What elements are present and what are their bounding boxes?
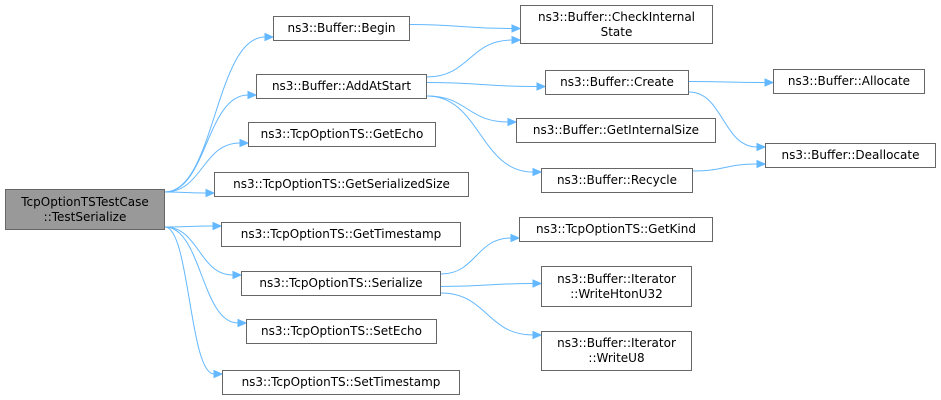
node-ts-getkind[interactable]: ns3::TcpOptionTS::GetKind — [519, 217, 713, 242]
edge-ts_serialize-to-iter_writeu8 — [440, 292, 534, 336]
edge-buffer_addatstart-to-buffer_recycle — [426, 95, 534, 173]
edge-buffer_addatstart-to-buffer_checkinternalstate — [426, 39, 513, 78]
node-buffer-checkinternalstate[interactable]: ns3::Buffer::CheckInternal State — [520, 5, 713, 44]
arrowhead-ts_settimestamp — [213, 369, 224, 379]
node-ts-getecho[interactable]: ns3::TcpOptionTS::GetEcho — [248, 122, 436, 147]
edge-root-to-ts_serialize — [164, 226, 234, 276]
arrowhead-buffer_create — [536, 82, 547, 91]
edge-buffer_create-to-buffer_allocate — [688, 81, 766, 83]
arrowhead-buffer_getinternalsize — [507, 117, 518, 127]
node-buffer-begin[interactable]: ns3::Buffer::Begin — [273, 16, 410, 41]
arrowhead-ts_getkind — [510, 233, 521, 243]
node-buffer-deallocate[interactable]: ns3::Buffer::Deallocate — [765, 143, 936, 168]
node-label-line2: ::WriteHtonU32 — [570, 286, 663, 301]
arrowhead-ts_getserializedsize — [205, 188, 216, 198]
arrowhead-buffer_addatstart — [247, 90, 258, 100]
node-label: ns3::TcpOptionTS::GetTimestamp — [240, 227, 442, 241]
node-label: ns3::TcpOptionTS::GetKind — [536, 222, 696, 236]
arrowhead-buffer_deallocate — [756, 159, 767, 169]
node-buffer-getinternalsize[interactable]: ns3::Buffer::GetInternalSize — [516, 118, 716, 143]
node-label: ns3::TcpOptionTS::Serialize — [259, 276, 423, 290]
node-label: ns3::TcpOptionTS::GetEcho — [260, 127, 424, 141]
edge-buffer_recycle-to-buffer_deallocate — [692, 163, 758, 172]
arrowhead-buffer_checkinternalstate — [511, 35, 522, 45]
arrowhead-buffer_begin — [264, 32, 275, 42]
arrowhead-ts_serialize — [232, 270, 243, 280]
node-root-line2: ::TestSerialize — [43, 209, 127, 224]
edge-buffer_addatstart-to-buffer_create — [426, 82, 538, 87]
arrowhead-ts_getecho — [239, 138, 250, 148]
edge-root-to-ts_getserializedsize — [164, 191, 207, 194]
node-label: ns3::Buffer::AddAtStart — [271, 79, 412, 93]
node-iter-writeu8[interactable]: ns3::Buffer::Iterator ::WriteU8 — [541, 331, 692, 371]
edge-root-to-buffer_addatstart — [164, 94, 249, 193]
node-label: ns3::TcpOptionTS::SetEcho — [261, 324, 422, 338]
node-label: ns3::Buffer::Deallocate — [781, 148, 920, 162]
edge-root-to-ts_gettimestamp — [164, 225, 214, 228]
node-root-line1: TcpOptionTSTestCase — [21, 194, 149, 209]
node-ts-getserializedsize[interactable]: ns3::TcpOptionTS::GetSerializedSize — [214, 172, 469, 197]
arrowhead-ts_setecho — [237, 318, 248, 328]
node-ts-gettimestamp[interactable]: ns3::TcpOptionTS::GetTimestamp — [221, 222, 461, 247]
node-label-line2: State — [600, 24, 633, 39]
edge-root-to-buffer_begin — [164, 36, 266, 193]
node-label: ns3::Buffer::Begin — [287, 21, 396, 35]
node-label: ns3::TcpOptionTS::GetSerializedSize — [233, 177, 450, 191]
arrowhead-ts_gettimestamp — [212, 221, 223, 231]
edge-buffer_create-to-buffer_deallocate — [688, 91, 758, 148]
arrowhead-buffer_checkinternalstate — [511, 24, 522, 33]
node-label: ns3::Buffer::Recycle — [556, 173, 678, 187]
node-label: ns3::Buffer::Create — [560, 75, 674, 89]
node-ts-serialize[interactable]: ns3::TcpOptionTS::Serialize — [241, 271, 441, 296]
node-label-line2: ::WriteU8 — [588, 351, 645, 365]
node-label-line1: ns3::Buffer::Iterator — [557, 336, 676, 350]
edge-root-to-ts_setecho — [164, 226, 239, 324]
node-label: ns3::Buffer::Allocate — [787, 74, 911, 88]
node-label: ns3::TcpOptionTS::SetTimestamp — [241, 375, 441, 389]
node-buffer-allocate[interactable]: ns3::Buffer::Allocate — [773, 69, 925, 94]
arrowhead-buffer_deallocate — [756, 142, 767, 152]
node-root[interactable]: TcpOptionTSTestCase ::TestSerialize — [5, 189, 165, 230]
node-ts-settimestamp[interactable]: ns3::TcpOptionTS::SetTimestamp — [222, 370, 460, 395]
edge-buffer_begin-to-buffer_checkinternalstate — [409, 24, 513, 29]
edge-ts_serialize-to-iter_writehtonu32 — [440, 283, 534, 287]
arrowhead-buffer_recycle — [532, 167, 543, 177]
node-label-line1: ns3::Buffer::Iterator — [557, 271, 676, 286]
node-label: ns3::Buffer::GetInternalSize — [532, 123, 700, 137]
node-ts-setecho[interactable]: ns3::TcpOptionTS::SetEcho — [246, 319, 437, 344]
arrowhead-buffer_allocate — [764, 78, 775, 87]
node-buffer-recycle[interactable]: ns3::Buffer::Recycle — [541, 168, 693, 193]
arrowhead-iter_writeu8 — [532, 330, 543, 340]
edge-root-to-ts_settimestamp — [164, 226, 215, 375]
arrowhead-iter_writehtonu32 — [532, 279, 543, 288]
node-iter-writehtonu32[interactable]: ns3::Buffer::Iterator ::WriteHtonU32 — [541, 266, 692, 307]
node-buffer-create[interactable]: ns3::Buffer::Create — [545, 70, 689, 95]
node-buffer-addatstart[interactable]: ns3::Buffer::AddAtStart — [256, 74, 427, 99]
node-label-line1: ns3::Buffer::CheckInternal — [537, 9, 696, 24]
edge-ts_serialize-to-ts_getkind — [440, 237, 512, 275]
edge-root-to-ts_getecho — [164, 142, 241, 193]
